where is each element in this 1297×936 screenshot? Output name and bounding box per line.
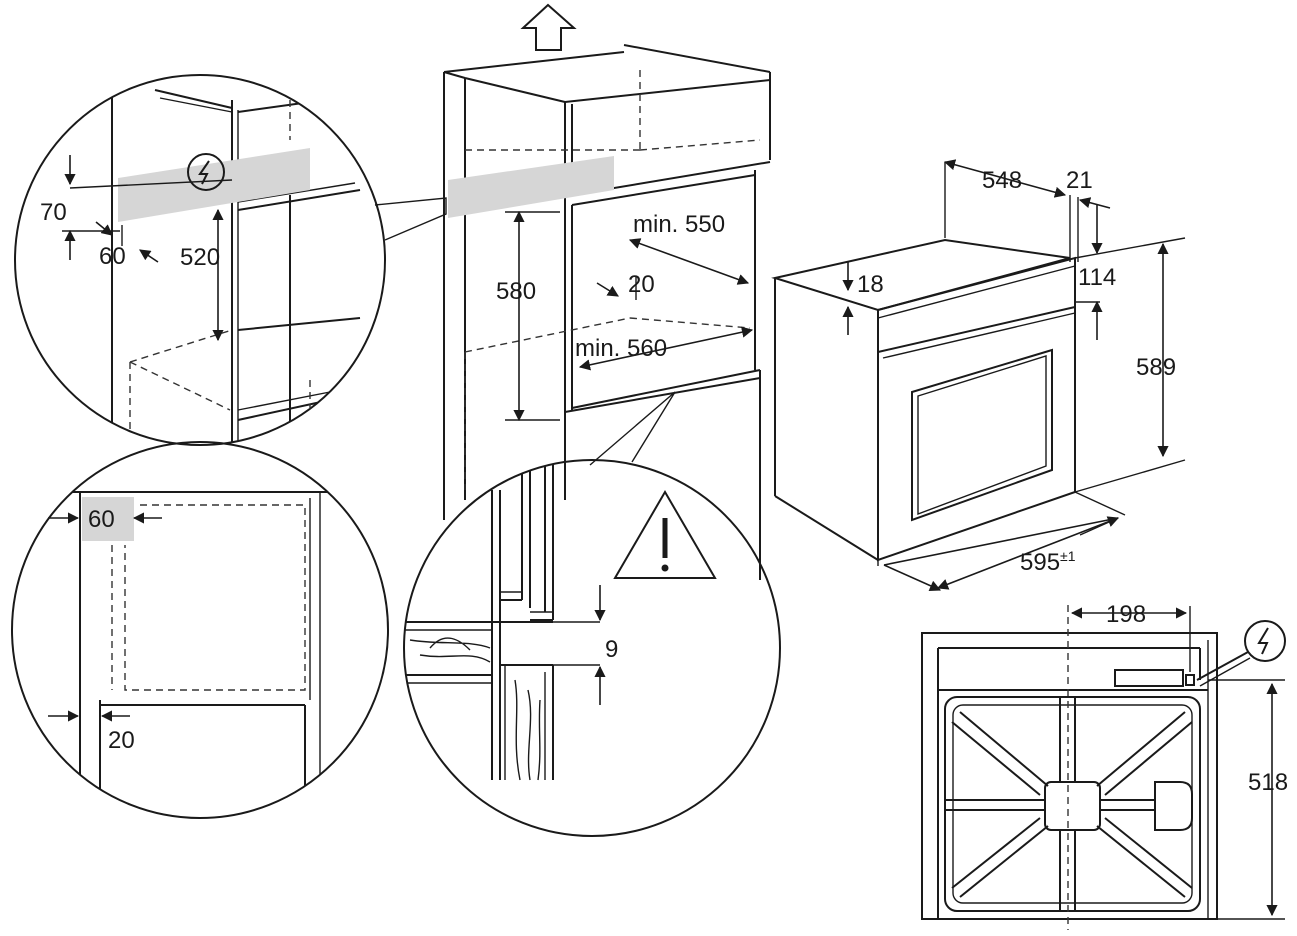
oven-drawing: [771, 238, 1076, 562]
dim-589-label: 589: [1136, 354, 1176, 381]
dim-70-label: 70: [40, 199, 67, 226]
dim-548-label: 548: [982, 167, 1022, 194]
side-detail-circle: [11, 441, 389, 819]
cabinet-drawing: [443, 44, 771, 580]
warning-triangle-icon: [613, 490, 717, 579]
power-bolt-icon: [1196, 620, 1286, 687]
dim-20-left-label: 20: [108, 727, 135, 754]
dim-60-top-label: 60: [99, 243, 126, 270]
up-arrow-icon: [520, 3, 577, 51]
dim-518-label: 518: [1248, 769, 1288, 796]
dim-18-label: 18: [857, 271, 884, 298]
dim-580-label: 580: [496, 278, 536, 305]
dim-9-label: 9: [605, 636, 618, 663]
dim-198-label: 198: [1106, 601, 1146, 628]
dim-min560-label: min. 560: [575, 335, 667, 362]
dim-595-label: 595±1: [1020, 548, 1076, 576]
dim-21-label: 21: [1066, 167, 1093, 194]
power-bolt-icon: [187, 153, 225, 191]
oven-back-view: [921, 605, 1218, 930]
dim-114-label: 114: [1078, 264, 1116, 291]
shelf-detail-circle: [403, 459, 781, 837]
dim-20-mid-label: 20: [628, 271, 655, 298]
dim-60-left-label: 60: [88, 506, 115, 533]
dim-min550-label: min. 550: [633, 211, 725, 238]
dim-520-label: 520: [180, 244, 220, 271]
